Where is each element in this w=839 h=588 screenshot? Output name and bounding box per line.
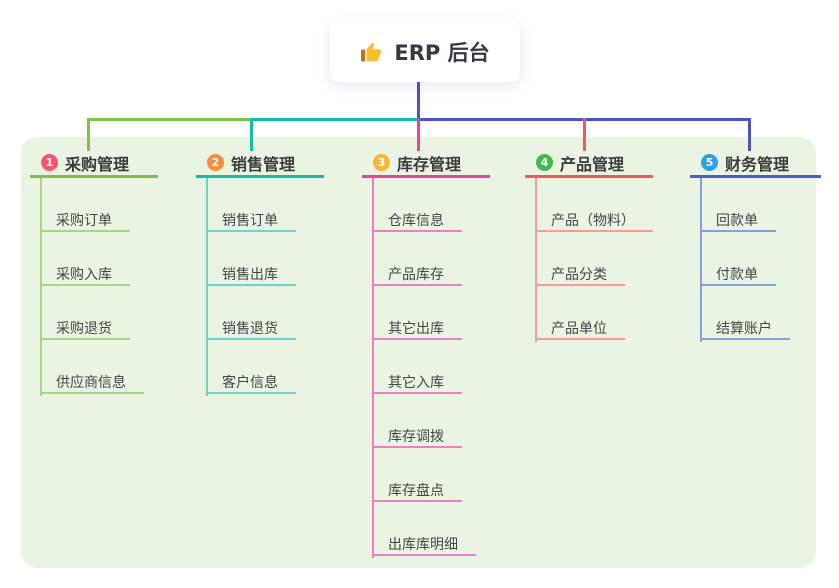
node-purchase-return[interactable]: 采购退货 — [40, 314, 130, 340]
node-stock-taking[interactable]: 库存盘点 — [372, 476, 462, 502]
branch-purchase-label: 采购管理 — [65, 154, 130, 174]
branch-finance-label: 财务管理 — [725, 154, 790, 174]
node-warehouse-info[interactable]: 仓库信息 — [372, 206, 462, 232]
root-node-label: ERP 后台 — [394, 40, 490, 65]
node-stock-transfer[interactable]: 库存调拨 — [372, 422, 462, 448]
branch-sales-spine — [206, 178, 208, 396]
branch-product-label: 产品管理 — [560, 154, 625, 174]
connector-drop-purchase — [87, 118, 90, 151]
node-supplier-info[interactable]: 供应商信息 — [40, 368, 144, 394]
branch-product-spine — [535, 178, 537, 342]
root-node-erp-backend[interactable]: ERP 后台 — [330, 21, 520, 82]
node-receipt-bill[interactable]: 回款单 — [700, 206, 776, 232]
connector-drop-inventory — [417, 118, 420, 151]
branch-purchase: 1 采购管理 采购订单 采购入库 采购退货 供应商信息 — [30, 150, 158, 396]
node-other-inbound[interactable]: 其它入库 — [372, 368, 462, 394]
badge-4: 4 — [536, 154, 553, 171]
node-customer-info[interactable]: 客户信息 — [206, 368, 296, 394]
branch-inventory: 3 库存管理 仓库信息 产品库存 其它出库 其它入库 库存调拨 库存盘点 出库库… — [362, 150, 490, 558]
branch-sales-label: 销售管理 — [231, 154, 296, 174]
branches-background-panel — [21, 137, 816, 568]
node-product-category[interactable]: 产品分类 — [535, 260, 625, 286]
connector-horizontal-sales — [250, 118, 417, 121]
badge-5: 5 — [701, 154, 718, 171]
node-sales-order[interactable]: 销售订单 — [206, 206, 296, 232]
branch-sales-title[interactable]: 2 销售管理 — [196, 150, 324, 178]
node-purchase-order[interactable]: 采购订单 — [40, 206, 130, 232]
node-outbound-detail[interactable]: 出库库明细 — [372, 530, 476, 556]
node-sales-outbound[interactable]: 销售出库 — [206, 260, 296, 286]
badge-3: 3 — [373, 154, 390, 171]
connector-drop-finance — [748, 118, 751, 151]
branch-sales: 2 销售管理 销售订单 销售出库 销售退货 客户信息 — [196, 150, 324, 396]
node-payment-bill[interactable]: 付款单 — [700, 260, 776, 286]
branch-inventory-label: 库存管理 — [397, 154, 462, 174]
branch-finance-title[interactable]: 5 财务管理 — [690, 150, 821, 178]
node-sales-return[interactable]: 销售退货 — [206, 314, 296, 340]
node-product-unit[interactable]: 产品单位 — [535, 314, 625, 340]
branch-finance-spine — [700, 178, 702, 342]
branch-product-title[interactable]: 4 产品管理 — [525, 150, 653, 178]
branch-purchase-spine — [40, 178, 42, 396]
thumbs-up-icon — [360, 40, 384, 64]
node-other-outbound[interactable]: 其它出库 — [372, 314, 462, 340]
branch-inventory-title[interactable]: 3 库存管理 — [362, 150, 490, 178]
branch-finance: 5 财务管理 回款单 付款单 结算账户 — [690, 150, 821, 342]
node-product-stock[interactable]: 产品库存 — [372, 260, 462, 286]
node-settlement-account[interactable]: 结算账户 — [700, 314, 790, 340]
branch-product: 4 产品管理 产品（物料） 产品分类 产品单位 — [525, 150, 653, 342]
connector-horizontal-purchase — [87, 118, 250, 121]
node-product-material[interactable]: 产品（物料） — [535, 206, 653, 232]
branch-purchase-title[interactable]: 1 采购管理 — [30, 150, 158, 178]
node-purchase-inbound[interactable]: 采购入库 — [40, 260, 130, 286]
badge-2: 2 — [207, 154, 224, 171]
connector-drop-sales — [250, 118, 253, 151]
branch-inventory-spine — [372, 178, 374, 558]
badge-1: 1 — [41, 154, 58, 171]
root-connector-line — [417, 82, 420, 119]
connector-drop-product — [583, 118, 586, 151]
